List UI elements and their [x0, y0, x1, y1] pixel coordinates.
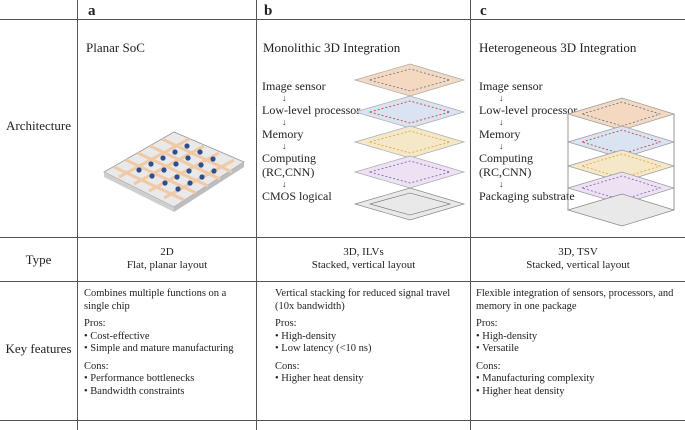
cons-item: • Performance bottlenecks [84, 373, 195, 384]
features-cell-a: Combines multiple functions on a single … [84, 288, 252, 398]
het-layer-processor [566, 125, 676, 159]
type-cell-c: 3D, TSV Stacked, vertical layout [471, 246, 685, 272]
pros-label: Pros: [275, 318, 297, 329]
flow-packaging-substrate: Packaging substrate [479, 189, 575, 203]
cons-label: Cons: [476, 360, 501, 372]
features-cell-c: Flexible integration of sensors, process… [476, 288, 681, 398]
header-divider [0, 19, 685, 20]
flow-image-sensor: Image sensor [479, 79, 543, 93]
layer-processor [353, 95, 466, 129]
flow-memory: Memory [479, 127, 521, 141]
het-layer-computing [566, 171, 676, 205]
type-main: 2D [160, 246, 174, 258]
layer-computing [353, 155, 466, 189]
flow-cmos-logical: CMOS logical [262, 189, 332, 203]
features-intro: Flexible integration of sensors, process… [476, 288, 674, 312]
col-divider-3 [470, 0, 471, 430]
type-sub: Stacked, vertical layout [311, 259, 416, 271]
het-layer-memory [566, 149, 676, 183]
flow-arrow-icon: ↓ [499, 179, 504, 189]
column-c-letter: c [480, 3, 487, 19]
flow-arrow-icon: ↓ [282, 117, 287, 127]
row-divider-type [0, 281, 685, 282]
type-cell-b: 3D, ILVs Stacked, vertical layout [257, 246, 470, 272]
flow-image-sensor: Image sensor [262, 79, 326, 93]
flow-computing: Computing [262, 151, 317, 165]
flow-low-level-processor: Low-level processor [479, 103, 578, 117]
pros-item: • High-density [476, 330, 538, 342]
layer-image-sensor [353, 63, 466, 97]
type-main: 3D, ILVs [343, 246, 384, 258]
flow-memory: Memory [262, 127, 304, 141]
cons-label: Cons: [275, 360, 300, 372]
cons-item: • Higher heat density [275, 373, 364, 384]
pros-label: Pros: [476, 318, 498, 329]
planar-tiles [136, 143, 217, 192]
row-label-architecture: Architecture [6, 118, 71, 133]
flow-arrow-icon: ↓ [499, 117, 504, 127]
flow-arrow-icon: ↓ [282, 179, 287, 189]
monolithic-stack-illustration [353, 63, 466, 221]
pros-item: • Simple and mature manufacturing [84, 343, 234, 354]
type-sub: Stacked, vertical layout [526, 259, 630, 271]
cons-label: Cons: [84, 360, 109, 372]
cons-item: • Higher heat density [476, 385, 565, 397]
row-divider-features [0, 420, 685, 421]
planar-soc-illustration [103, 131, 245, 212]
heterogeneous-flow: Image sensor ↓ Low-level processor ↓ Mem… [479, 79, 577, 203]
column-c-title: Heterogeneous 3D Integration [479, 40, 637, 55]
type-sub: Flat, planar layout [126, 259, 208, 271]
flow-arrow-icon: ↓ [282, 93, 287, 103]
type-main: 3D, TSV [558, 246, 598, 258]
monolithic-flow: Image sensor ↓ Low-level processor ↓ Mem… [262, 79, 360, 203]
pros-item: • Low latency (<10 ns) [275, 343, 372, 354]
column-b-title: Monolithic 3D Integration [263, 40, 401, 55]
flow-computing: Computing [479, 151, 534, 165]
flow-arrow-icon: ↓ [499, 93, 504, 103]
column-b-letter: b [264, 3, 273, 19]
het-layer-substrate [566, 193, 676, 227]
flow-arrow-icon: ↓ [499, 141, 504, 151]
row-label-features: Key features [5, 341, 72, 356]
cons-item: • Manufacturing complexity [476, 373, 595, 384]
flow-arrow-icon: ↓ [282, 141, 287, 151]
heterogeneous-stack-illustration [566, 97, 676, 227]
type-cell-a: 2D Flat, planar layout [78, 246, 256, 272]
column-a-title: Planar SoC [86, 40, 145, 55]
features-intro: Combines multiple functions on a single … [84, 288, 227, 312]
row-label-type: Type [25, 252, 52, 267]
flow-computing-sub: (RC,CNN) [262, 165, 315, 179]
col-divider-1 [77, 0, 78, 430]
pros-label: Pros: [84, 318, 106, 329]
cons-item: • Bandwidth constraints [84, 385, 185, 397]
flow-low-level-processor: Low-level processor [262, 103, 361, 117]
features-intro: Vertical stacking for reduced signal tra… [275, 288, 451, 312]
layer-cmos [353, 187, 466, 221]
features-cell-b: Vertical stacking for reduced signal tra… [275, 288, 465, 386]
layer-memory [353, 125, 466, 159]
flow-computing-sub: (RC,CNN) [479, 165, 532, 179]
col-divider-2 [256, 0, 257, 430]
pros-item: • Versatile [476, 343, 519, 354]
het-layer-sensor [566, 97, 676, 131]
pros-item: • Cost-effective [84, 330, 150, 342]
column-a-letter: a [88, 3, 96, 19]
row-divider-arch [0, 237, 685, 238]
pros-item: • High-density [275, 330, 337, 342]
